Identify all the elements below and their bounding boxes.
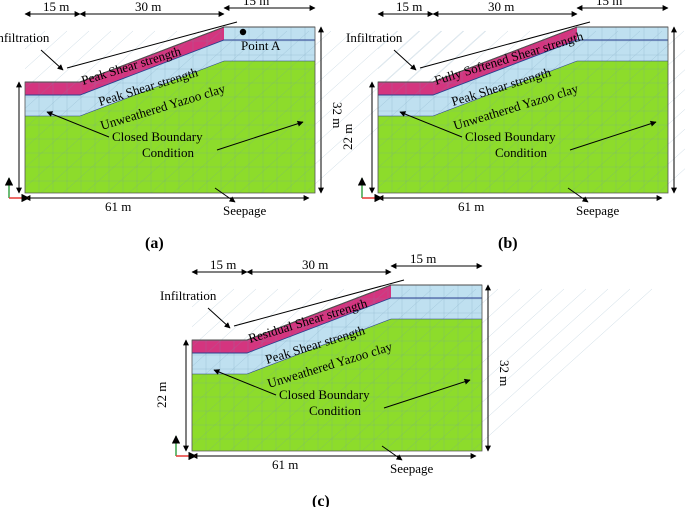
infiltration-label: Infiltration bbox=[346, 30, 403, 45]
dim-height-right-label: 32 m bbox=[330, 102, 345, 128]
layer-boundary-1 bbox=[378, 39, 668, 96]
panel-a: 15 m30 m15 m22 m32 m61 mInfiltrationPeak… bbox=[0, 0, 486, 252]
boundary-label-1: Closed Boundary bbox=[465, 129, 556, 144]
infiltration-line bbox=[419, 21, 591, 69]
dim-seg3-label: 15 m bbox=[410, 251, 436, 266]
infiltration-arrow bbox=[40, 49, 64, 71]
dim-seg3-label: 15 m bbox=[243, 0, 269, 8]
clay-layer bbox=[25, 61, 315, 193]
boundary-arrow-left bbox=[46, 111, 110, 138]
boundary-arrow-left bbox=[213, 369, 277, 396]
mesh-grid bbox=[191, 285, 653, 452]
dim-seg1-label: 15 m bbox=[43, 0, 69, 14]
seepage-arrow bbox=[567, 187, 589, 203]
point-a-label: Point A bbox=[241, 38, 281, 53]
layer-boundary-1 bbox=[192, 297, 482, 354]
panel-caption: (b) bbox=[498, 235, 518, 252]
dim-height-right-label: 32 m bbox=[683, 102, 685, 128]
seepage-arrow bbox=[214, 187, 236, 203]
dim-width-label: 61 m bbox=[272, 457, 298, 472]
crest-layer bbox=[577, 27, 668, 40]
infiltration-line bbox=[66, 21, 238, 69]
seepage-label: Seepage bbox=[390, 461, 434, 476]
clay-layer bbox=[378, 61, 668, 193]
panel-b: 15 m30 m15 m22 m32 m61 mInfiltrationFull… bbox=[340, 0, 685, 252]
dim-seg1-label: 15 m bbox=[396, 0, 422, 14]
boundary-label-2: Condition bbox=[142, 145, 195, 160]
top-weak-layer bbox=[25, 27, 224, 95]
dim-height-left-label: 22 m bbox=[340, 124, 355, 150]
dim-seg3-label: 15 m bbox=[596, 0, 622, 8]
mesh-grid bbox=[24, 27, 486, 194]
dim-width-label: 61 m bbox=[458, 199, 484, 214]
boundary-label-2: Condition bbox=[495, 145, 548, 160]
crest-layer bbox=[391, 285, 482, 298]
infiltration-line bbox=[233, 279, 405, 327]
dim-height-right-label: 32 m bbox=[497, 360, 512, 386]
panel-caption: (a) bbox=[145, 235, 164, 252]
dim-seg1-label: 15 m bbox=[210, 257, 236, 272]
infiltration-label: Infiltration bbox=[0, 30, 50, 45]
dim-seg2-label: 30 m bbox=[135, 0, 161, 14]
boundary-label-1: Closed Boundary bbox=[279, 387, 370, 402]
top-weak-layer bbox=[192, 285, 391, 353]
clay-layer bbox=[192, 319, 482, 451]
boundary-label-2: Condition bbox=[309, 403, 362, 418]
boundary-label-1: Closed Boundary bbox=[112, 129, 203, 144]
mesh-grid bbox=[377, 27, 685, 194]
seepage-label: Seepage bbox=[223, 203, 267, 218]
infiltration-label: Infiltration bbox=[160, 288, 217, 303]
boundary-arrow-right bbox=[569, 120, 657, 151]
seepage-arrow bbox=[381, 445, 403, 461]
point-a-marker bbox=[239, 28, 247, 36]
dim-seg2-label: 30 m bbox=[488, 0, 514, 14]
layer-boundary-1 bbox=[25, 39, 315, 96]
dim-height-left-label: 22 m bbox=[154, 382, 169, 408]
boundary-arrow-left bbox=[399, 111, 463, 138]
dim-height-left-label: 22 m bbox=[0, 124, 2, 150]
seepage-label: Seepage bbox=[576, 203, 620, 218]
crest-layer bbox=[224, 27, 315, 40]
dim-seg2-label: 30 m bbox=[302, 257, 328, 272]
model-outline bbox=[24, 26, 316, 194]
model-outline bbox=[377, 26, 669, 194]
infiltration-arrow bbox=[393, 49, 417, 71]
panel-caption: (c) bbox=[312, 493, 330, 507]
model-outline bbox=[191, 284, 483, 452]
boundary-arrow-right bbox=[216, 120, 304, 151]
dim-width-label: 61 m bbox=[105, 199, 131, 214]
boundary-arrow-right bbox=[383, 378, 471, 409]
infiltration-arrow bbox=[207, 307, 231, 329]
top-weak-layer bbox=[378, 27, 577, 95]
